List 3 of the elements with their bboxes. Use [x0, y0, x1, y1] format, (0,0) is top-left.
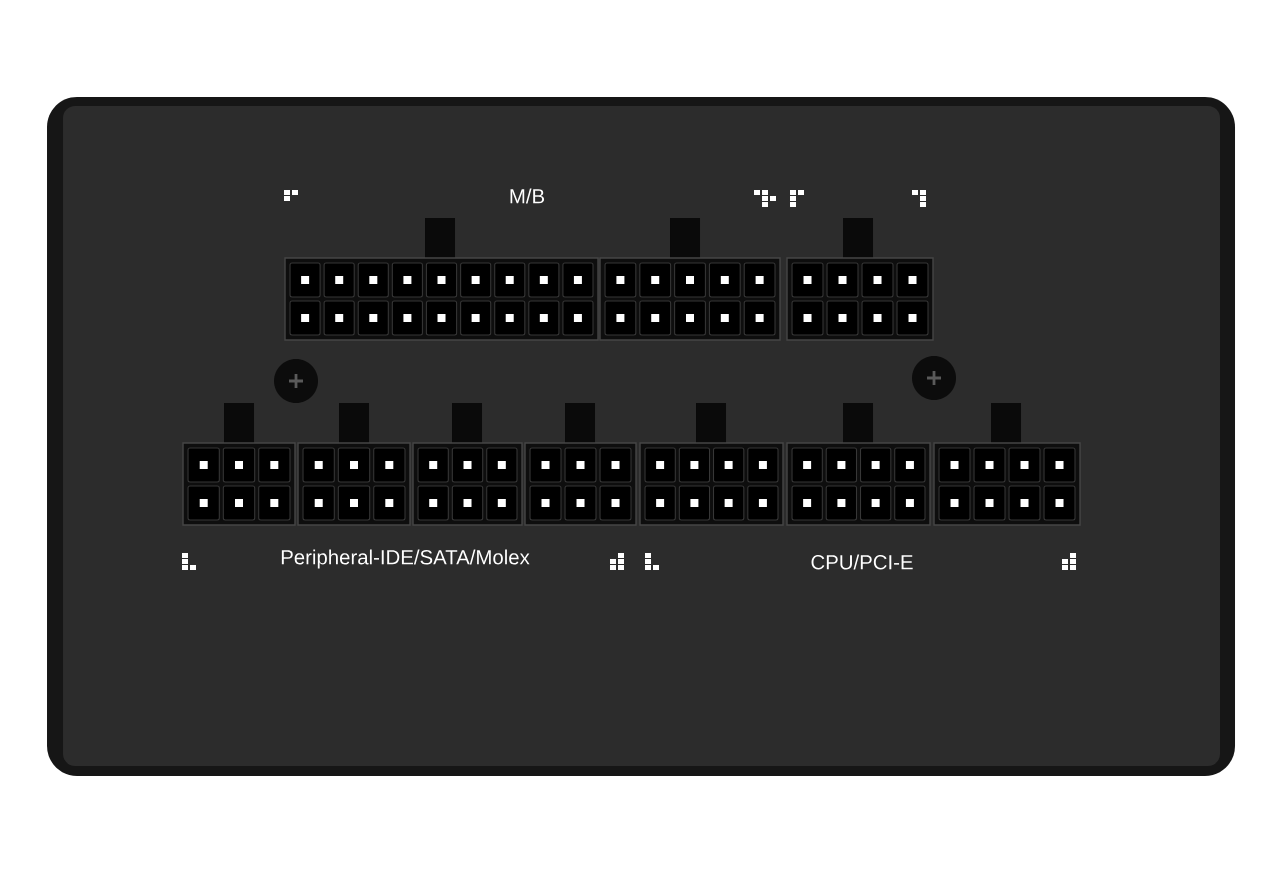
connector-label: Peripheral-IDE/SATA/Molex [281, 549, 530, 569]
connector-label: M/B [510, 188, 545, 204]
connector-label: CPU/PCI-E [811, 554, 913, 570]
